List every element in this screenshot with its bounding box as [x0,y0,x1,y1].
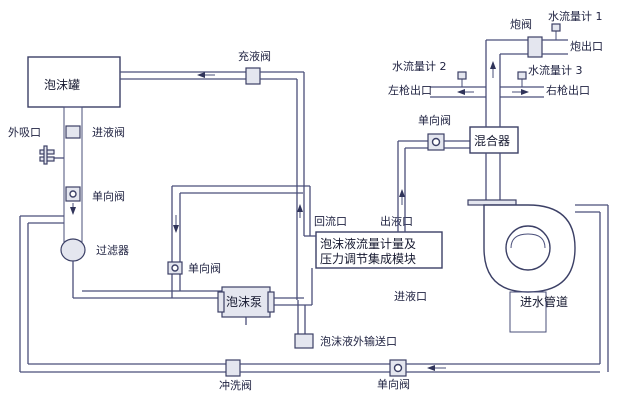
foam-tank-label: 泡沫罐 [44,78,80,92]
water-pipe-label: 进水管道 [520,294,568,309]
flowmeter1-label: 水流量计 1 [548,9,603,23]
module-label-line1: 泡沫液流量计量及 [320,236,416,251]
flush-valve-icon [225,359,241,377]
foam-pump-label: 泡沫泵 [226,295,262,309]
outer-suction-label: 外吸口 [8,126,41,139]
left-gun-label: 左枪出口 [388,83,432,97]
cannon-valve-label: 炮阀 [510,17,532,31]
outer-suction-icon [39,145,55,165]
outlet-port-label: 出液口 [380,214,413,228]
foam-export-icon [294,333,314,349]
cannon-valve-icon [527,36,543,58]
right-gun-label: 右枪出口 [546,83,590,97]
fill-valve-label: 充液阀 [238,49,271,63]
inlet-valve-label: 进液阀 [92,125,125,139]
filter-label: 过滤器 [96,244,129,257]
foam-export-label: 泡沫液外输送口 [320,334,397,348]
inlet-valve-icon [65,125,81,139]
flowmeter3-label: 水流量计 3 [528,63,583,77]
flush-valve-label: 冲洗阀 [219,378,252,392]
foam-pump [221,286,271,318]
check-valve-left-label: 单向阀 [92,189,125,203]
check-valve-lower-label: 单向阀 [188,261,221,275]
mixer-label: 混合器 [474,133,510,148]
mixer [469,126,519,154]
inlet-port-label: 进液口 [394,289,427,303]
return-port-label: 回流口 [314,214,347,228]
foam-tank [27,56,121,108]
module-label-line2: 压力调节集成模块 [320,251,416,266]
check-valve-top-label: 单向阀 [418,113,451,127]
flow-metering-module [315,231,443,269]
filter-icon [60,238,86,262]
fill-valve-icon [245,67,261,85]
cannon-outlet-label: 炮出口 [570,39,603,53]
check-valve-bottom-label: 单向阀 [377,377,410,391]
flowmeter2-label: 水流量计 2 [392,59,447,73]
